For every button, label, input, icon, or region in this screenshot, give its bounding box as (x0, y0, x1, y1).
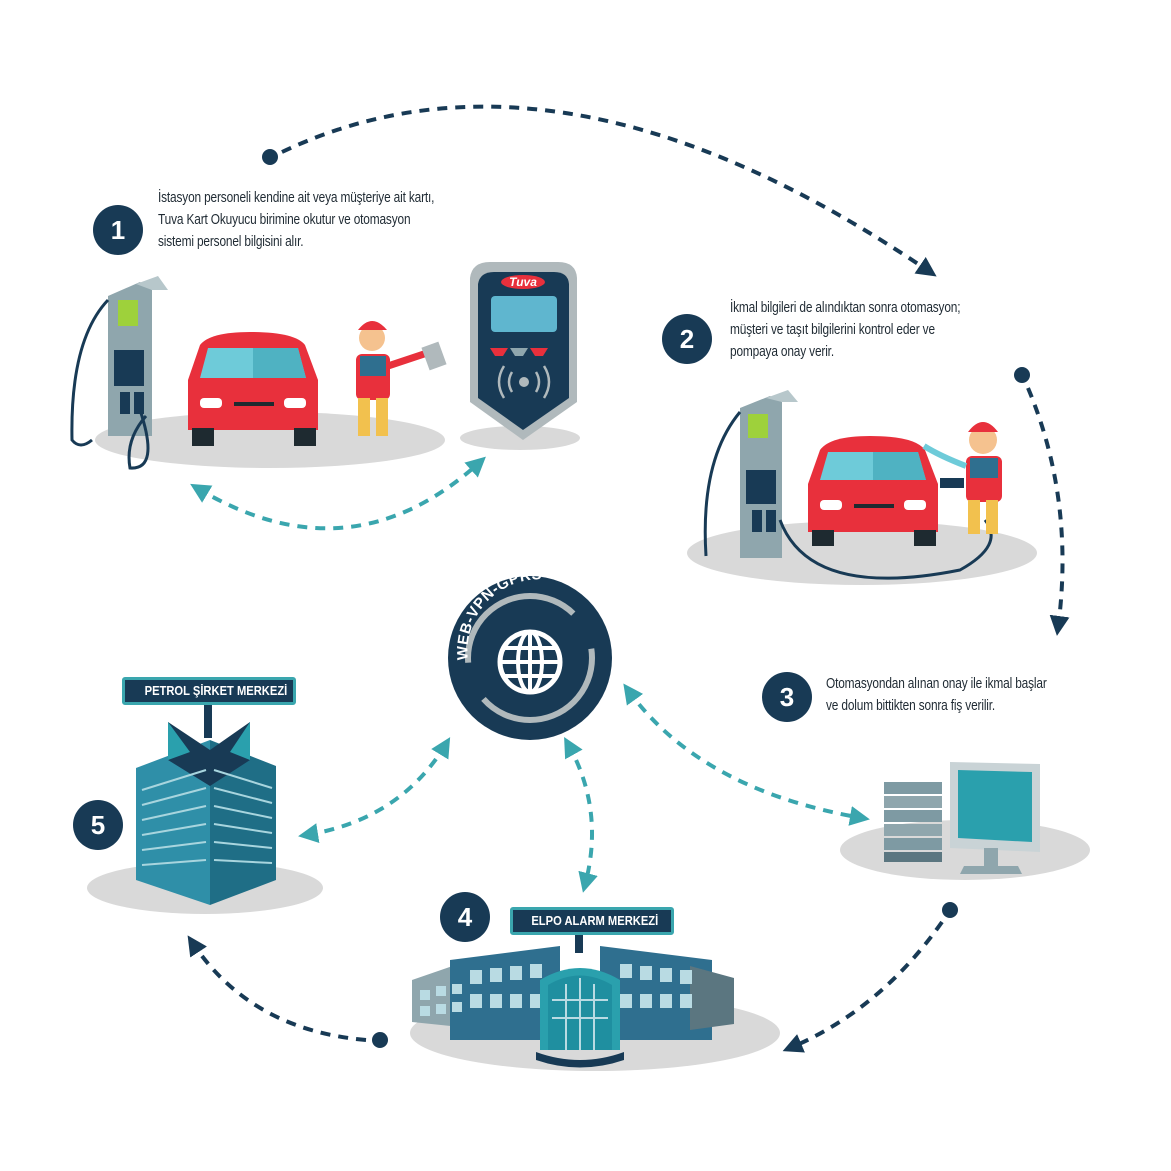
alarm-center-sign: ELPO ALARM MERKEZİ (510, 907, 674, 935)
step-3-line-1: Otomasyondan alınan onay ile ikmal başla… (826, 676, 1047, 692)
step-2-line-2: müşteri ve taşıt bilgilerini kontrol ede… (730, 322, 935, 338)
car-icon (188, 332, 318, 446)
step-3-line-2: ve dolum bittikten sonra fiş verilir. (826, 698, 996, 714)
link-network-computer (623, 683, 870, 826)
cycle-arrows (187, 104, 1070, 1053)
card-reader-icon: Tuva (460, 262, 580, 450)
step-1-badge: 1 (93, 205, 143, 255)
network-globe-icon: WEB-VPN-GPRS (448, 566, 612, 740)
step-1-description: İstasyon personeli kendine ait veya müşt… (158, 187, 434, 253)
step-2-description: İkmal bilgileri de alındıktan sonra otom… (730, 297, 961, 363)
network-links (190, 456, 870, 893)
server-icon (884, 782, 942, 862)
arrow-step1-to-step2 (262, 104, 937, 277)
step-2-line-1: İkmal bilgileri de alındıktan sonra otom… (730, 300, 961, 316)
step-5-badge: 5 (73, 800, 123, 850)
ground-shadow (95, 412, 445, 468)
arrow-step2-to-step3 (1014, 367, 1070, 636)
step-2-line-3: pompaya onay verir. (730, 344, 834, 360)
arrow-step3-to-step4 (782, 902, 958, 1053)
scene-step2 (687, 390, 1037, 585)
office-tower-icon (136, 698, 276, 905)
scene-step4 (410, 925, 780, 1071)
fuel-pump-icon (70, 276, 168, 470)
alarm-center-sign-label: ELPO ALARM MERKEZİ (531, 913, 659, 928)
scene-step5 (87, 698, 323, 914)
link-network-alarm (564, 737, 598, 893)
petrol-hq-sign-label: PETROL ŞİRKET MERKEZİ (144, 683, 288, 698)
scene-step3 (840, 762, 1090, 880)
scene-step1: Tuva (70, 262, 580, 470)
fuel-pump-icon (703, 390, 993, 580)
step-1-line-2: Tuva Kart Okuyucu birimine okutur ve oto… (158, 212, 411, 228)
card-reader-brand: Tuva (509, 275, 537, 289)
step-4-badge: 4 (440, 892, 490, 942)
step-3-badge: 3 (762, 672, 812, 722)
petrol-hq-sign: PETROL ŞİRKET MERKEZİ (122, 677, 296, 705)
arrow-step4-to-step5 (187, 935, 388, 1048)
step-3-description: Otomasyondan alınan onay ile ikmal başla… (826, 673, 1047, 717)
alarm-building-icon (412, 925, 734, 1068)
link-station-reader (190, 456, 486, 531)
monitor-icon (950, 762, 1040, 874)
step-1-line-1: İstasyon personeli kendine ait veya müşt… (158, 190, 435, 206)
car-icon (808, 436, 938, 546)
attendant-icon (922, 422, 1002, 534)
step-2-badge: 2 (662, 314, 712, 364)
step-1-line-3: sistemi personel bilgisini alır. (158, 234, 304, 250)
attendant-icon (356, 321, 447, 436)
link-network-hq (298, 737, 451, 843)
